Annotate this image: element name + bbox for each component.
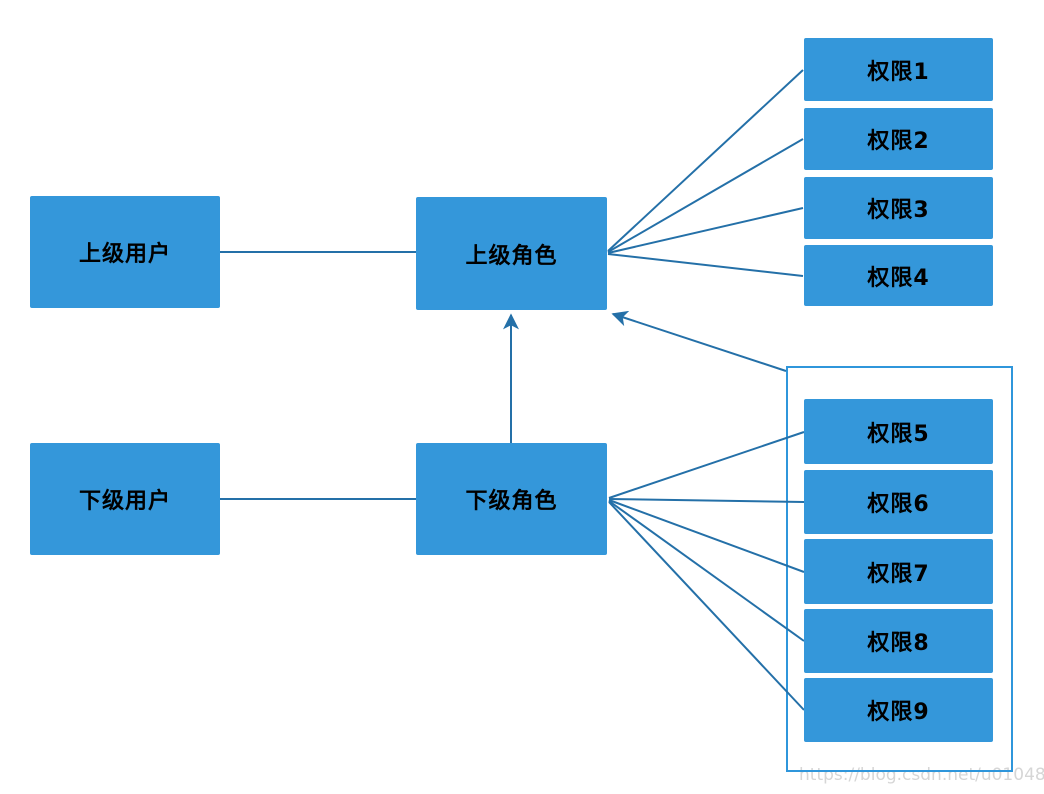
- node-permission-2: 权限2: [804, 108, 993, 170]
- edge-subordinate-role-to-perm9: [608, 501, 805, 711]
- edge-subordinate-role-to-perm5: [608, 431, 805, 499]
- node-superior-user: 上级用户: [30, 196, 220, 308]
- node-permission-7: 权限7: [804, 539, 993, 604]
- edge-superior-role-to-perm3: [607, 207, 804, 254]
- node-permission-1: 权限1: [804, 38, 993, 101]
- node-permission-3: 权限3: [804, 177, 993, 239]
- edge-subordinate-role-to-perm8: [608, 500, 805, 642]
- edge-superior-role-to-perm4: [607, 253, 804, 277]
- edge-permission-group-to-superior-role: [611, 310, 787, 372]
- edge-superior-role-to-perm2: [607, 138, 804, 253]
- node-superior-role: 上级角色: [416, 197, 607, 310]
- node-permission-9: 权限9: [804, 678, 993, 742]
- node-permission-8: 权限8: [804, 609, 993, 673]
- node-permission-4: 权限4: [804, 245, 993, 306]
- edge-superior-role-to-perm1: [607, 69, 804, 252]
- edge-subordinate-role-to-perm6: [608, 498, 805, 503]
- node-subordinate-role: 下级角色: [416, 443, 607, 555]
- edge-subordinate-role-to-perm7: [608, 499, 805, 573]
- node-permission-5: 权限5: [804, 399, 993, 464]
- node-subordinate-user: 下级用户: [30, 443, 220, 555]
- node-permission-6: 权限6: [804, 470, 993, 534]
